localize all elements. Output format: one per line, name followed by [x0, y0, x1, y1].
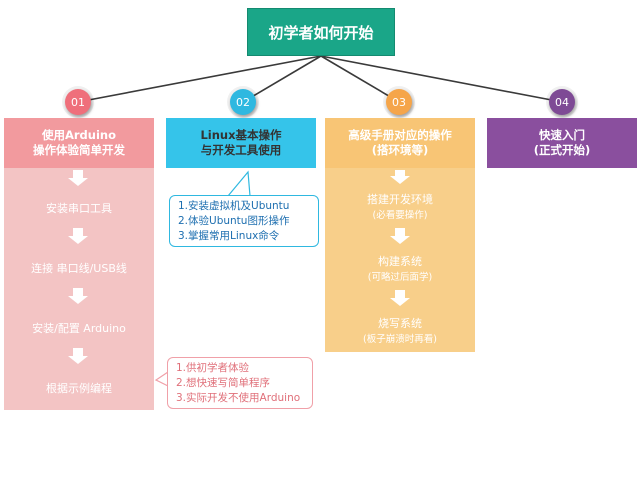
column-quickstart-title-line2: (正式开始): [533, 143, 591, 157]
column-quickstart-header: 快速入门 (正式开始): [487, 118, 637, 168]
column-advanced-title-line2: (搭环境等): [371, 143, 429, 157]
column-linux-title-line1: Linux基本操作: [200, 128, 282, 142]
arduino-step-4: 根据示例编程: [46, 382, 112, 395]
advanced-step-1-title: 搭建开发环境: [367, 193, 433, 206]
step-number-04: 04: [549, 89, 575, 115]
step-number-01: 01: [65, 89, 91, 115]
column-arduino-title-line2: 操作体验简单开发: [33, 143, 125, 157]
column-linux-title-line2: 与开发工具使用: [200, 143, 282, 157]
linux-note: 1.安装虚拟机及Ubuntu 2.体验Ubuntu图形操作 3.掌握常用Linu…: [169, 195, 319, 247]
step-number-02: 02: [230, 89, 256, 115]
linux-note-line3: 3.掌握常用Linux命令: [178, 230, 280, 242]
advanced-step-1-sub: (必看要操作): [372, 210, 428, 221]
arduino-note-line3: 3.实际开发不使用Arduino: [176, 392, 301, 404]
linux-note-line2: 2.体验Ubuntu图形操作: [178, 215, 290, 227]
step-number-03: 03: [386, 89, 412, 115]
column-arduino-title-line1: 使用Arduino: [41, 128, 117, 142]
column-advanced-body: [325, 168, 475, 352]
arrow-down-icon: [68, 348, 88, 364]
arduino-step-2: 连接 串口线/USB线: [31, 262, 127, 275]
arrow-down-icon: [390, 228, 410, 244]
advanced-step-2-sub: (可略过后面学): [367, 272, 433, 283]
advanced-step-3: 烧写系统 (板子崩溃时再看): [325, 312, 475, 348]
arrow-down-icon: [68, 288, 88, 304]
column-quickstart-title-line1: 快速入门: [539, 128, 585, 142]
advanced-step-3-sub: (板子崩溃时再看): [363, 334, 437, 345]
column-advanced-header: 高级手册对应的操作 (搭环境等): [325, 118, 475, 168]
arrow-down-icon: [390, 170, 410, 184]
arrow-down-icon: [68, 228, 88, 244]
linux-note-line1: 1.安装虚拟机及Ubuntu: [178, 200, 290, 212]
root-label: 初学者如何开始: [268, 23, 374, 42]
column-linux-header: Linux基本操作 与开发工具使用: [166, 118, 316, 168]
column-advanced-title-line1: 高级手册对应的操作: [348, 128, 452, 142]
arrow-down-icon: [390, 290, 410, 306]
arduino-step-1: 安装串口工具: [46, 202, 112, 215]
root-node: 初学者如何开始: [247, 8, 395, 56]
column-arduino-header: 使用Arduino 操作体验简单开发: [4, 118, 154, 168]
arduino-step-3: 安装/配置 Arduino: [32, 322, 126, 335]
advanced-step-1: 搭建开发环境 (必看要操作): [325, 188, 475, 224]
arduino-note: 1.供初学者体验 2.想快速写简单程序 3.实际开发不使用Arduino: [167, 357, 313, 409]
arrow-down-icon: [68, 170, 88, 186]
advanced-step-2: 构建系统 (可略过后面学): [325, 250, 475, 286]
arduino-note-line1: 1.供初学者体验: [176, 362, 250, 374]
arduino-note-line2: 2.想快速写简单程序: [176, 377, 271, 389]
advanced-step-2-title: 构建系统: [378, 255, 422, 268]
advanced-step-3-title: 烧写系统: [378, 317, 422, 330]
